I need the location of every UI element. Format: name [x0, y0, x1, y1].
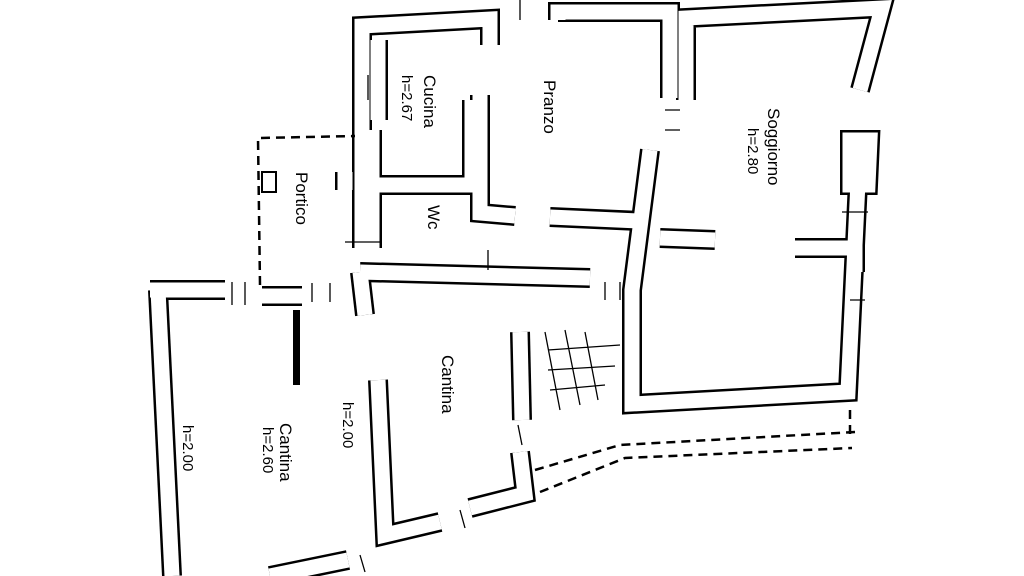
wall-fill [370, 379, 442, 545]
portico-outline [256, 134, 356, 286]
portico-label: Portico [292, 172, 311, 225]
soggiorno-height: h=2.80 [744, 128, 761, 174]
pranzo-label: Pranzo [540, 80, 559, 134]
wall-fill [354, 11, 498, 248]
wall-fill [624, 139, 868, 412]
wall [622, 139, 870, 415]
door-window-marks [231, 0, 868, 573]
pillar [261, 171, 277, 193]
wall-fill [359, 264, 591, 286]
wall-fill [268, 552, 350, 576]
wall-fill [352, 271, 373, 316]
wall-fill [378, 100, 480, 193]
wall-fill [512, 331, 530, 421]
wall-fill [795, 240, 863, 272]
exterior-ground-lines [534, 410, 856, 494]
soggiorno-label: Soggiorno [764, 108, 783, 186]
room-labels: Cucina h=2.67 Pranzo Soggiorno h=2.80 Po… [179, 75, 783, 482]
wall-fill [550, 4, 678, 98]
cantina-left-label: Cantina [276, 423, 295, 482]
cantina-right-label: Cantina [438, 355, 457, 414]
stairs [544, 329, 621, 411]
wall-fill [549, 209, 641, 229]
cantina-right-height: h=2.00 [339, 402, 356, 448]
wc-label: Wc [424, 205, 443, 230]
partition-wall [293, 310, 300, 385]
wall-fill [678, 0, 892, 100]
wall-fill [472, 95, 516, 224]
wall-fill [468, 451, 534, 516]
cantina-left-height: h=2.60 [259, 427, 276, 473]
wall-fill [842, 132, 878, 193]
cucina-height: h=2.67 [398, 75, 415, 121]
wall [548, 2, 680, 98]
walls [148, 0, 895, 576]
cucina-label: Cucina [420, 75, 439, 128]
wall-fill [150, 289, 180, 576]
wall-fill [659, 230, 716, 248]
left-room-height: h=2.00 [179, 425, 196, 471]
